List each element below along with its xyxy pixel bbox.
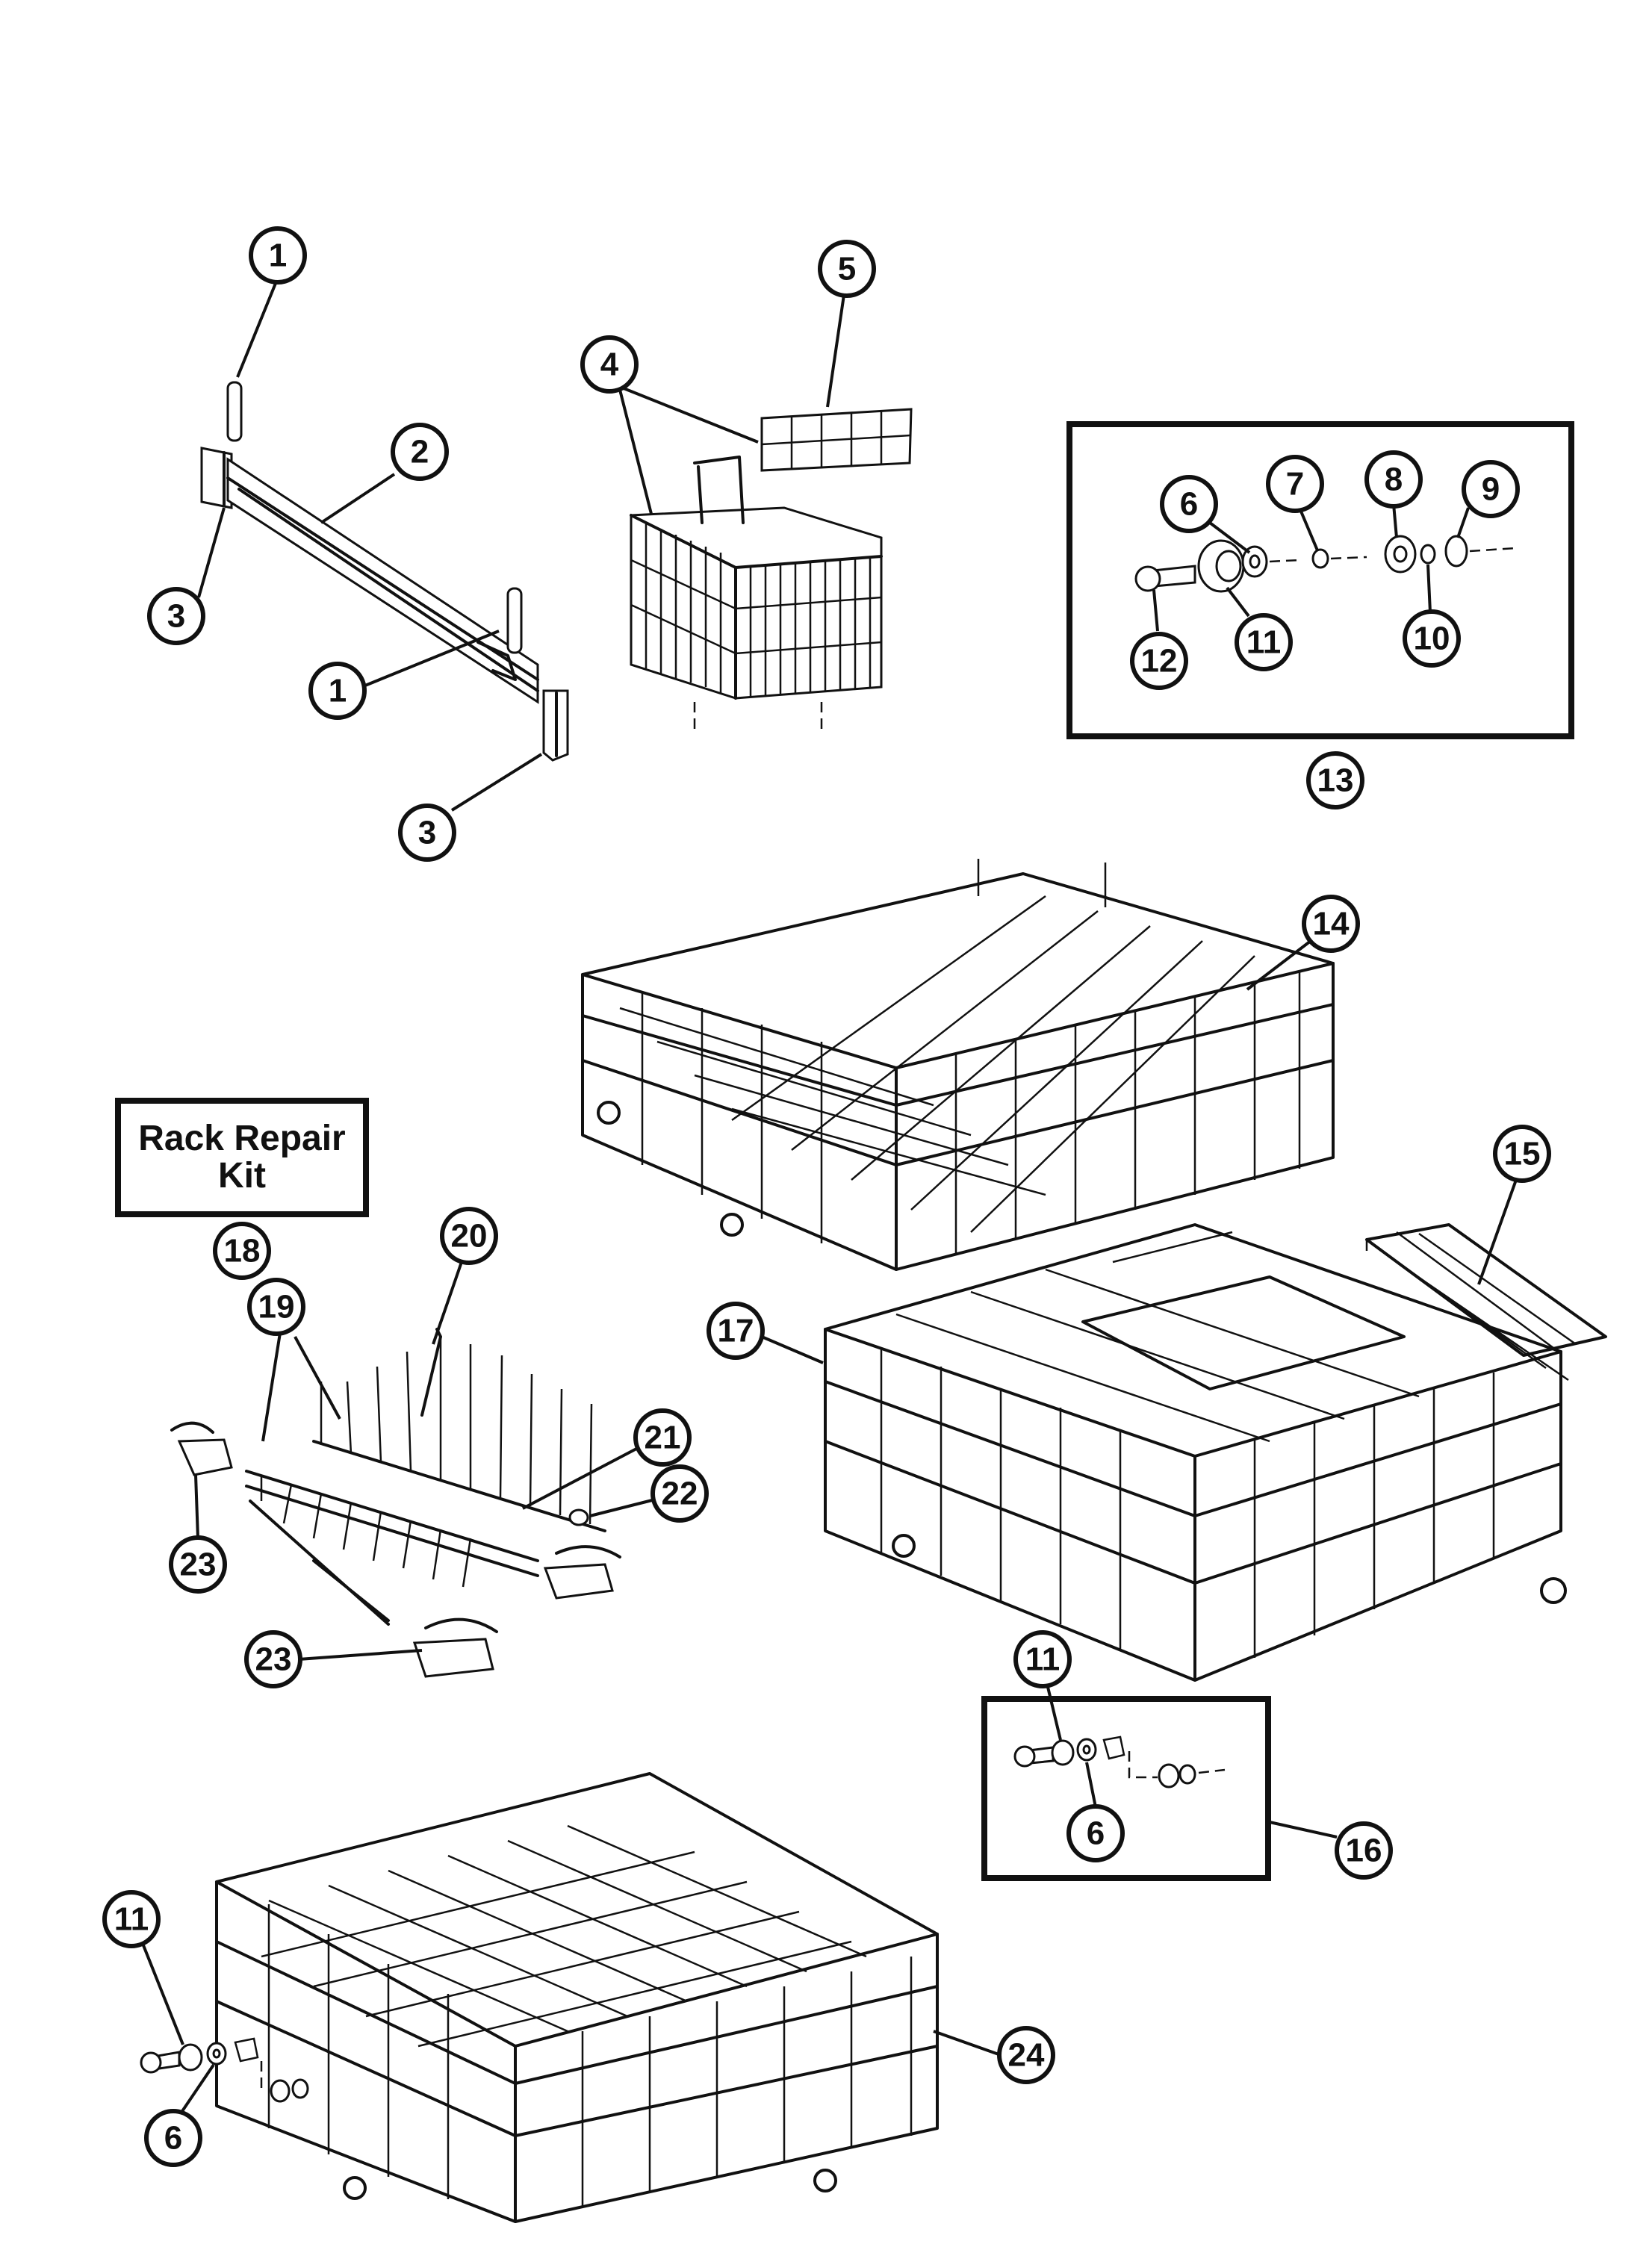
callout-4: 4 <box>580 335 639 394</box>
callout-22: 22 <box>650 1464 709 1523</box>
svg-text:13: 13 <box>1317 762 1354 799</box>
callout-17: 17 <box>707 1302 765 1360</box>
rail-assembly <box>200 381 569 762</box>
svg-text:12: 12 <box>1141 643 1178 680</box>
svg-text:19: 19 <box>258 1289 295 1326</box>
svg-text:6: 6 <box>1087 1815 1105 1852</box>
callout-20: 20 <box>440 1207 498 1265</box>
svg-text:24: 24 <box>1008 2037 1045 2074</box>
callout-1: 1 <box>249 226 307 285</box>
callout-3: 3 <box>398 804 456 862</box>
roller-kit-box <box>1066 421 1574 739</box>
svg-text:2: 2 <box>411 434 429 470</box>
upper-rack <box>581 859 1335 1271</box>
callout-7: 7 <box>1266 455 1324 513</box>
svg-text:1: 1 <box>269 237 287 274</box>
roller-kit-parts <box>1134 535 1517 593</box>
svg-text:15: 15 <box>1504 1136 1541 1172</box>
callout-11: 11 <box>102 1890 161 1948</box>
svg-text:1: 1 <box>329 673 347 709</box>
svg-text:23: 23 <box>255 1641 292 1678</box>
roller-kit-lower-parts <box>1013 1735 1226 1788</box>
svg-text:8: 8 <box>1385 462 1403 498</box>
callout-5: 5 <box>818 240 876 298</box>
callout-10: 10 <box>1403 609 1461 668</box>
kit-label-line2: Kit <box>218 1156 266 1196</box>
tine-assembly <box>170 1328 621 1678</box>
silverware-basket <box>630 408 913 732</box>
leader-lines <box>140 277 1518 2115</box>
callout-16: 16 <box>1335 1821 1393 1880</box>
middle-rack <box>824 1223 1567 1682</box>
svg-text:21: 21 <box>645 1420 681 1456</box>
svg-text:22: 22 <box>662 1476 698 1512</box>
cup-shelf <box>1365 1223 1607 1382</box>
svg-text:3: 3 <box>167 598 185 635</box>
svg-text:11: 11 <box>114 1901 149 1938</box>
svg-text:10: 10 <box>1414 621 1450 657</box>
callout-9: 9 <box>1462 460 1520 518</box>
callout-14: 14 <box>1302 895 1360 953</box>
callout-15: 15 <box>1493 1125 1551 1183</box>
callout-11: 11 <box>1013 1630 1072 1688</box>
svg-text:11: 11 <box>1025 1641 1061 1678</box>
svg-text:14: 14 <box>1313 906 1350 942</box>
svg-text:17: 17 <box>718 1313 754 1349</box>
callout-18: 18 <box>213 1222 271 1280</box>
callout-23: 23 <box>169 1535 227 1594</box>
callout-23: 23 <box>244 1630 302 1688</box>
svg-text:16: 16 <box>1346 1833 1382 1869</box>
svg-text:20: 20 <box>451 1218 488 1255</box>
callout-6: 6 <box>1160 475 1218 533</box>
lower-rack <box>140 1772 939 2223</box>
callouts: 1 1 2 3 3 4 5 6 7 8 9 10 11 12 13 14 15 … <box>102 226 1551 2167</box>
svg-text:6: 6 <box>1180 486 1198 523</box>
callout-24: 24 <box>997 2026 1055 2084</box>
callout-3: 3 <box>147 587 205 645</box>
kit-label-line1: Rack Repair <box>138 1119 345 1158</box>
svg-text:4: 4 <box>600 346 619 383</box>
callout-21: 21 <box>633 1408 692 1467</box>
callout-8: 8 <box>1364 450 1423 509</box>
roller-kit-box-lower <box>981 1696 1271 1881</box>
callout-13: 13 <box>1306 751 1364 809</box>
svg-text:23: 23 <box>180 1547 217 1583</box>
svg-text:5: 5 <box>838 251 856 288</box>
callout-19: 19 <box>247 1278 305 1336</box>
svg-text:6: 6 <box>164 2120 182 2157</box>
callout-6: 6 <box>1066 1804 1125 1862</box>
svg-text:3: 3 <box>418 815 436 851</box>
callout-6: 6 <box>144 2109 202 2167</box>
svg-text:18: 18 <box>224 1233 261 1269</box>
callout-11: 11 <box>1235 613 1293 671</box>
callout-2: 2 <box>391 423 449 481</box>
svg-text:11: 11 <box>1246 624 1282 661</box>
svg-text:7: 7 <box>1286 466 1304 503</box>
callout-1: 1 <box>308 662 367 720</box>
callout-12: 12 <box>1130 632 1188 690</box>
svg-text:9: 9 <box>1482 471 1500 508</box>
rack-repair-kit-label: Rack Repair Kit <box>115 1098 369 1217</box>
